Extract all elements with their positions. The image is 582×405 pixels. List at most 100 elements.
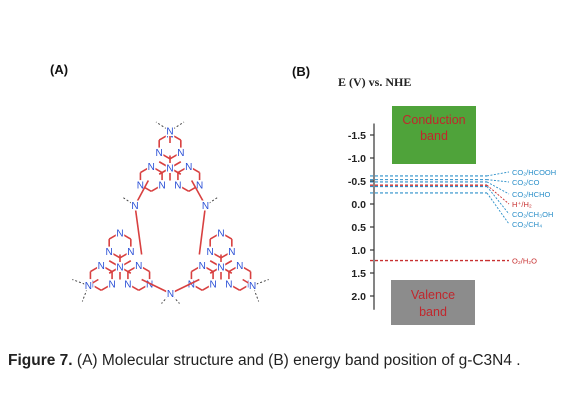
atom-mask: [201, 200, 210, 211]
nitrogen-atom: N: [207, 247, 214, 258]
panel-a-label: (A): [50, 62, 68, 77]
dashed-bond: [155, 121, 171, 132]
dashed-bond: [205, 197, 218, 206]
nitrogen-atom: N: [85, 281, 92, 292]
nitrogen-atom: N: [236, 261, 243, 272]
dashed-bond: [169, 121, 185, 132]
nitrogen-atom: N: [166, 127, 173, 138]
nitrogen-atom: N: [185, 162, 192, 173]
nitrogen-atom: N: [188, 280, 195, 291]
molecular-structure: NNNNNNNNNNNNNNNNNNNNNNNNNNNNNNNNNNNNNNN: [72, 121, 269, 304]
y-tick-label: -1.0: [348, 153, 366, 165]
atom-mask: [157, 180, 167, 191]
nitrogen-atom: N: [98, 261, 105, 272]
atom-mask: [115, 262, 125, 272]
bond: [141, 278, 171, 295]
nitrogen-atom: N: [137, 181, 144, 192]
figure-caption: Figure 7. (A) Molecular structure and (B…: [8, 350, 578, 371]
dashed-bond: [72, 279, 89, 286]
nitrogen-atom: N: [106, 247, 113, 258]
conduction-band-box: Conduction band: [392, 106, 476, 164]
nitrogen-atom: N: [146, 280, 153, 291]
energy-levels: CO₂/HCOOHCO₂/COCO₂/HCHOH⁺/H₂CO₂/CH₃OHCO₂…: [370, 168, 556, 266]
atom-mask: [107, 279, 117, 290]
nitrogen-atom: N: [108, 280, 115, 291]
energy-level-label: CO₂/HCOOH: [512, 168, 556, 177]
bond: [198, 205, 207, 255]
axis-title: E (V) vs. NHE: [338, 75, 411, 89]
nitrogen-atom: N: [148, 162, 155, 173]
leader-line: [486, 186, 510, 215]
dashed-bond: [122, 197, 136, 206]
energy-level-label: O₂/H₂O: [512, 257, 537, 266]
conduction-band-rect: [392, 106, 476, 164]
dashed-bond: [252, 285, 260, 302]
dashed-bond: [81, 285, 89, 302]
nitrogen-atom: N: [202, 201, 209, 212]
atom-mask: [104, 246, 114, 257]
atom-mask: [165, 163, 175, 173]
nitrogen-atom: N: [249, 281, 256, 292]
leader-line: [486, 184, 510, 205]
nitrogen-atom: N: [167, 289, 174, 300]
valence-band-box: Valence band: [391, 280, 475, 325]
nitrogen-atom: N: [217, 263, 224, 274]
atom-mask: [123, 279, 133, 290]
energy-level-label: H⁺/H₂: [512, 200, 532, 209]
y-tick-label: 1.5: [351, 268, 366, 280]
nitrogen-atom: N: [196, 181, 203, 192]
y-tick-label: 0.0: [351, 199, 366, 211]
dashed-bond: [252, 279, 269, 286]
y-tick-label: 0.5: [351, 222, 366, 234]
nitrogen-atom: N: [225, 280, 232, 291]
atom-mask: [216, 227, 226, 238]
y-tick-label: -1.5: [348, 130, 366, 142]
panel-b-label: (B): [292, 64, 310, 79]
nitrogen-atom: N: [116, 263, 123, 274]
atom-mask: [235, 260, 244, 271]
caption-label: Figure 7.: [8, 352, 73, 369]
bond: [170, 278, 200, 295]
atom-mask: [227, 246, 237, 257]
leader-line: [486, 171, 510, 177]
nitrogen-atom: N: [217, 228, 224, 239]
atom-mask: [184, 161, 193, 172]
nitrogen-atom: N: [228, 247, 235, 258]
atom-mask: [147, 161, 156, 172]
atom-mask: [154, 147, 164, 158]
nitrogen-atom: N: [177, 148, 184, 159]
atom-mask: [115, 227, 125, 238]
leader-line: [486, 181, 510, 195]
atom-mask: [126, 246, 136, 257]
conduction-band-label-2: band: [420, 129, 448, 143]
valence-band-label-2: band: [419, 305, 447, 319]
y-tick-label: 1.0: [351, 245, 366, 257]
y-tick-label: 2.0: [351, 291, 366, 303]
nitrogen-atom: N: [135, 261, 142, 272]
atom-mask: [84, 280, 93, 291]
atom-mask: [173, 180, 183, 191]
atom-mask: [165, 126, 175, 136]
nitrogen-atom: N: [124, 280, 131, 291]
bond: [134, 205, 143, 255]
atom-mask: [176, 147, 186, 158]
atom-mask: [134, 260, 143, 271]
atom-mask: [136, 180, 145, 191]
caption-text: (A) Molecular structure and (B) energy b…: [72, 352, 521, 369]
atom-mask: [224, 279, 234, 290]
valence-band-rect: [391, 280, 475, 325]
nitrogen-atom: N: [199, 261, 206, 272]
valence-band-label-1: Valence: [411, 288, 455, 302]
energy-level-label: CO₂/CH₄: [512, 220, 542, 229]
leader-line: [486, 192, 510, 225]
nitrogen-atom: N: [174, 181, 181, 192]
conduction-band-label-1: Conduction: [402, 113, 465, 127]
atom-mask: [248, 280, 257, 291]
nitrogen-atom: N: [166, 164, 173, 175]
leader-line: [486, 179, 510, 183]
nitrogen-atom: N: [209, 280, 216, 291]
atom-mask: [198, 260, 207, 271]
energy-level-label: CO₂/CH₃OH: [512, 210, 553, 219]
atom-mask: [216, 262, 226, 272]
